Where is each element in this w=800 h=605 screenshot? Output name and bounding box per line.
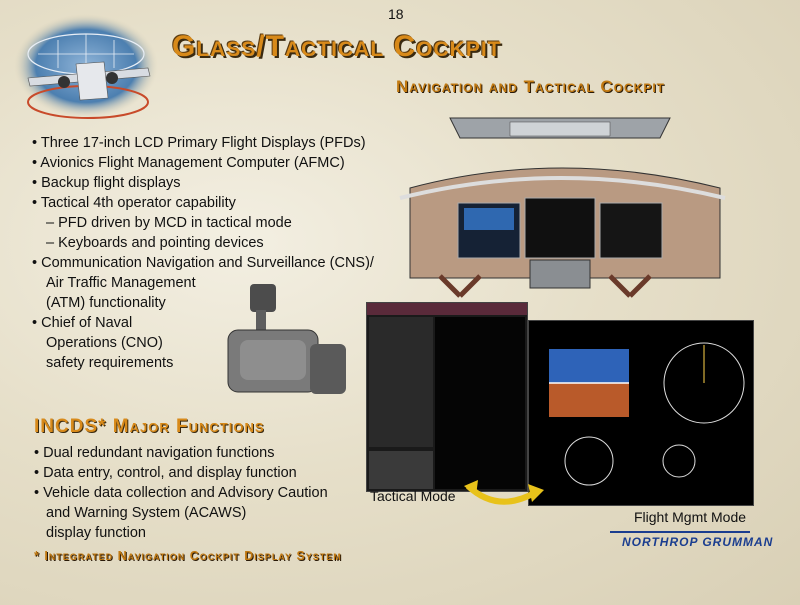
function-list: • Dual redundant navigation functions • … [34, 443, 374, 543]
aircraft-image [14, 14, 158, 119]
bullet-continuation: (ATM) functionality [46, 295, 166, 311]
northrop-grumman-logo: NORTHROP GRUMMAN [622, 535, 774, 549]
control-yoke-image [227, 284, 346, 394]
function-item: • Vehicle data collection and Advisory C… [34, 485, 328, 501]
tactical-mode-label: Tactical Mode [370, 488, 456, 504]
function-continuation: and Warning System (ACAWS) [46, 505, 247, 521]
tactical-mode-display [366, 302, 528, 492]
sub-bullet-item: – PFD driven by MCD in tactical mode [46, 215, 292, 231]
bullet-continuation: Air Traffic Management [46, 275, 196, 291]
section-title: INCDS* Major Functions [34, 416, 265, 437]
function-continuation: display function [46, 525, 146, 541]
function-item: • Data entry, control, and display funct… [34, 465, 297, 481]
capability-list: • Three 17-inch LCD Primary Flight Displ… [32, 133, 402, 373]
bullet-continuation: safety requirements [46, 355, 174, 371]
page-number: 18 [388, 6, 404, 22]
bullet-item: • Avionics Flight Management Computer (A… [32, 155, 345, 171]
bullet-item: • Tactical 4th operator capability [32, 195, 236, 211]
function-item: • Dual redundant navigation functions [34, 445, 275, 461]
page-subtitle: Navigation and Tactical Cockpit [396, 77, 665, 96]
sub-bullet-item: – Keyboards and pointing devices [46, 235, 264, 251]
mode-arrow-icon [464, 480, 544, 505]
logo-underline [610, 531, 750, 533]
cockpit-panel-image [399, 117, 726, 298]
bullet-item: • Communication Navigation and Surveilla… [32, 255, 374, 271]
flight-mgmt-mode-label: Flight Mgmt Mode [634, 509, 747, 525]
bullet-item: • Backup flight displays [32, 175, 181, 191]
bullet-item: • Three 17-inch LCD Primary Flight Displ… [32, 135, 366, 151]
page-title: Glass/Tactical Cockpit [172, 30, 502, 63]
bullet-continuation: Operations (CNO) [46, 335, 163, 351]
footnote: * Integrated Navigation Cockpit Display … [34, 549, 342, 563]
bullet-item: • Chief of Naval [32, 315, 133, 331]
flight-mgmt-display [528, 320, 754, 506]
